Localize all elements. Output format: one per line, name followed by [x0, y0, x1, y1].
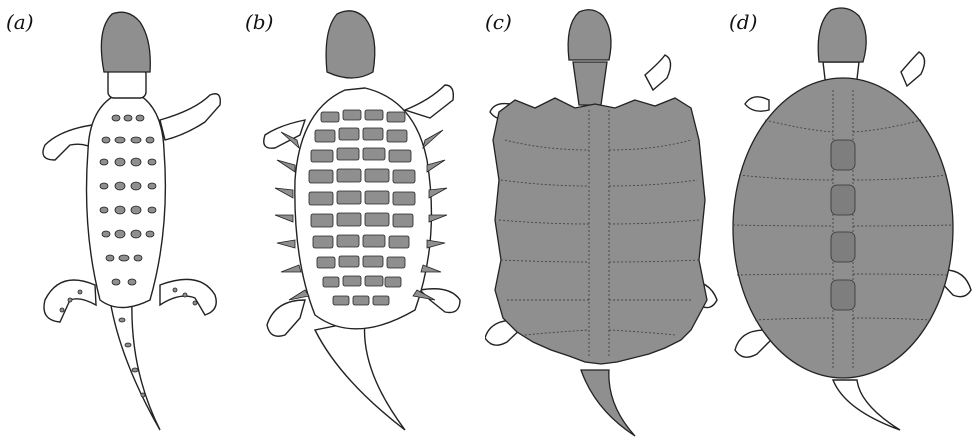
panel-c-illustration	[485, 0, 725, 439]
panel-b-illustration	[245, 0, 485, 439]
left-hindlimb-b	[267, 300, 305, 336]
carapace-c	[493, 98, 707, 364]
panel-a: (a)	[0, 0, 245, 439]
panel-b: (b)	[245, 0, 485, 439]
head-d	[818, 8, 866, 62]
head-c	[568, 10, 611, 60]
neck-c	[573, 62, 607, 105]
panel-c: (c)	[485, 0, 725, 439]
carapace-d	[733, 78, 953, 378]
right-forelimb-a	[160, 94, 220, 140]
left-forelimb-d	[745, 97, 769, 111]
panel-d: (d)	[725, 0, 973, 439]
right-hindlimb-a	[160, 279, 216, 315]
tail-a	[110, 300, 160, 430]
body-b	[295, 88, 432, 329]
panel-d-illustration	[725, 0, 973, 439]
right-hindlimb-b	[420, 289, 460, 313]
panel-a-illustration	[0, 0, 245, 439]
tail-b	[315, 320, 405, 430]
right-forelimb-c	[645, 55, 671, 90]
tail-c	[581, 370, 635, 436]
tail-d	[833, 380, 900, 430]
body-a	[87, 90, 166, 308]
head-a	[101, 12, 150, 72]
head-b	[326, 11, 375, 78]
right-forelimb-d	[901, 52, 925, 86]
right-forelimb-b	[405, 85, 453, 118]
